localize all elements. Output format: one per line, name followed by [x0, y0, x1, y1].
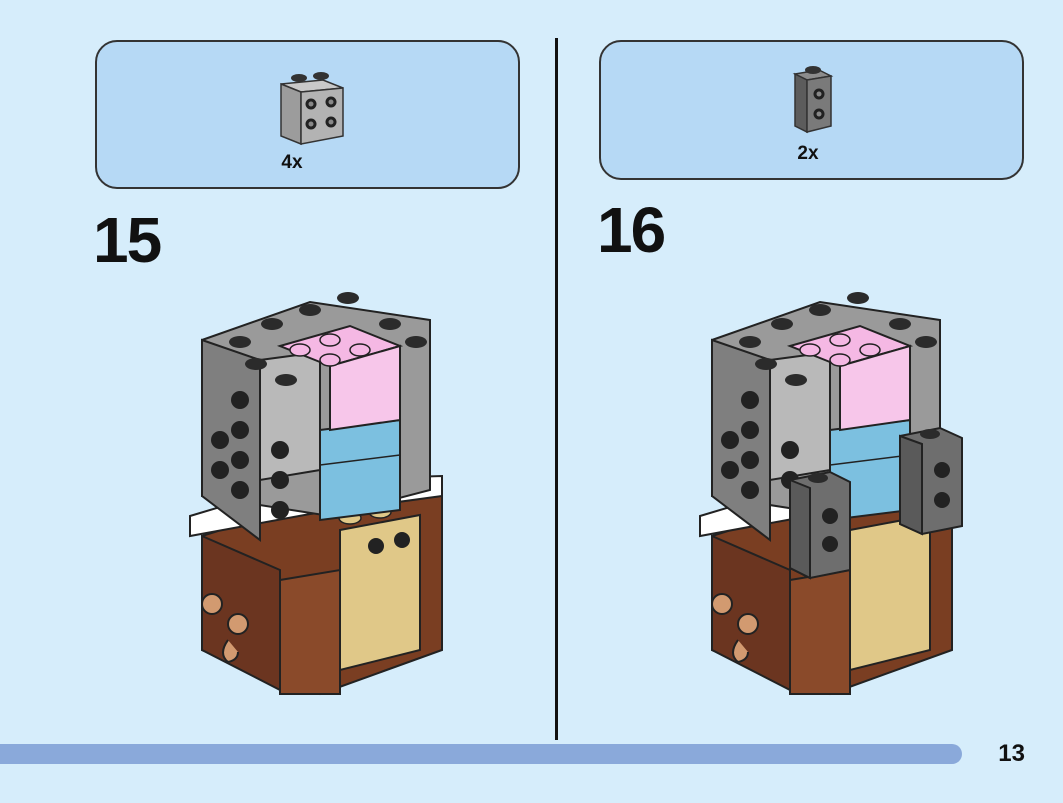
- progress-bar: [0, 744, 962, 764]
- brick-1x2-dark-gray-icon: [792, 66, 834, 134]
- assembly-illustration-step-15: [189, 292, 443, 696]
- assembly-illustration-step-16: [699, 292, 963, 696]
- brick-2x2-light-gray-icon: [280, 72, 344, 146]
- parts-callout-step-16: 2x: [599, 40, 1024, 180]
- parts-callout-step-15: 4x: [95, 40, 520, 189]
- page-number: 13: [998, 740, 1025, 767]
- step-divider: [555, 38, 558, 740]
- part-quantity-label: 4x: [281, 152, 303, 173]
- step-number-15: 15: [93, 204, 162, 276]
- step-number-16: 16: [597, 194, 666, 266]
- part-quantity-label: 2x: [797, 143, 819, 164]
